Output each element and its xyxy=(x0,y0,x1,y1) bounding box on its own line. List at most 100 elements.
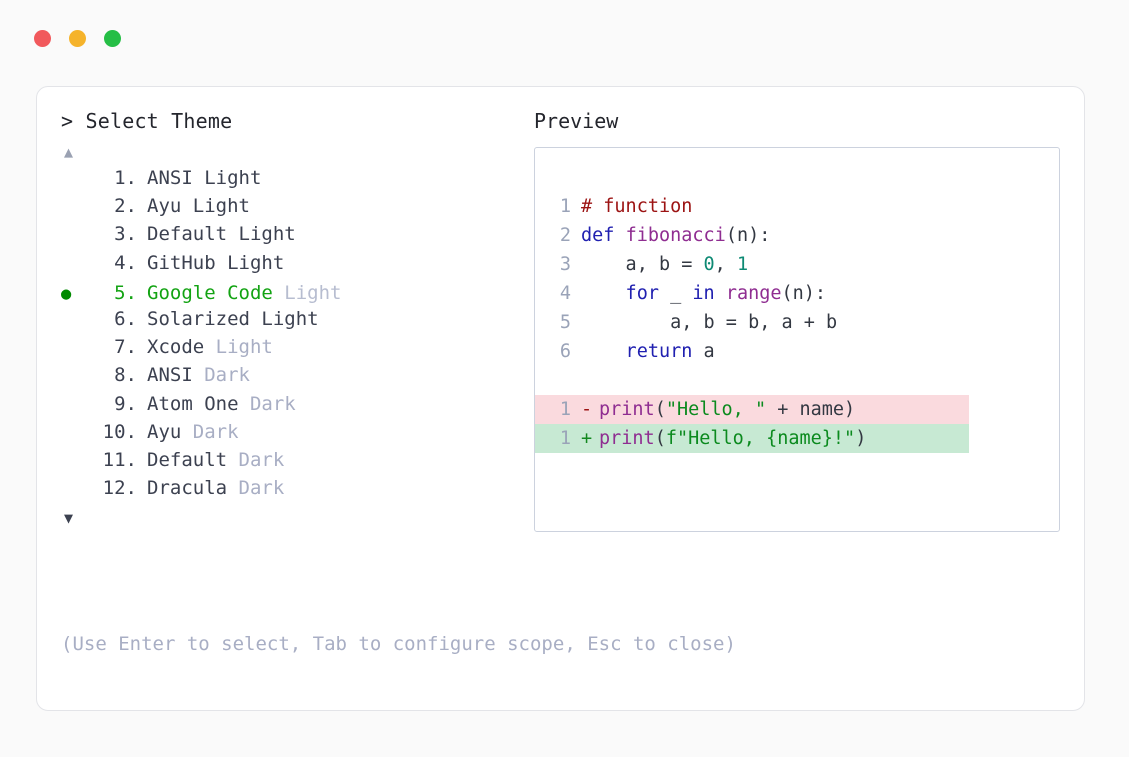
theme-item-name: Default Dark xyxy=(147,448,285,471)
code-token: print xyxy=(599,428,655,449)
code-token: "Hello, " xyxy=(665,399,767,420)
preview-label: Preview xyxy=(534,109,619,133)
keyboard-hint: (Use Enter to select, Tab to configure s… xyxy=(61,633,736,655)
code-token: (n): xyxy=(725,225,771,246)
theme-item-variant: Dark xyxy=(192,364,250,387)
code-line: 1 # function xyxy=(535,192,1059,221)
theme-item-name: Atom One Dark xyxy=(147,392,296,415)
theme-list-item[interactable]: 2.Ayu Light xyxy=(61,195,531,223)
theme-item-index: 9. xyxy=(114,392,137,415)
theme-item-index: 12. xyxy=(102,477,137,500)
code-token: _ xyxy=(658,283,693,304)
theme-list-item[interactable]: 9. Atom One Dark xyxy=(61,393,531,421)
theme-item-name: Solarized Light xyxy=(147,307,319,330)
window-controls xyxy=(34,30,121,47)
code-token: print xyxy=(599,399,655,420)
theme-item-variant: Dark xyxy=(227,448,285,471)
code-token: a, b = b, a + b xyxy=(581,312,838,333)
theme-item-name: Dracula Dark xyxy=(147,477,285,500)
diff-removed-line: 1-print("Hello, " + name) xyxy=(535,395,969,424)
code-line: 5 a, b = b, a + b xyxy=(535,308,1059,337)
maximize-window-button[interactable] xyxy=(104,30,121,47)
theme-item-name: Default Light xyxy=(147,223,296,246)
scroll-down-icon[interactable]: ▼ xyxy=(64,509,74,528)
code-token: return xyxy=(581,341,693,362)
theme-item-variant: Dark xyxy=(181,420,239,443)
theme-list-item[interactable]: 6. Solarized Light xyxy=(61,308,531,336)
code-token: (n): xyxy=(781,283,827,304)
minimize-window-button[interactable] xyxy=(69,30,86,47)
theme-item-index: 11. xyxy=(102,448,137,471)
line-number: 6 xyxy=(559,341,571,362)
code-line-text: return a xyxy=(581,337,715,366)
theme-item-index: 4. xyxy=(114,251,137,274)
line-number: 3 xyxy=(559,254,571,275)
diff-minus-icon: - xyxy=(581,399,593,420)
diff-line-text: print("Hello, " + name) xyxy=(599,395,855,424)
code-token: f"Hello, {name}!" xyxy=(665,428,856,449)
theme-item-index: 3. xyxy=(114,223,137,246)
code-token: , xyxy=(714,254,737,275)
code-line: 4 for _ in range(n): xyxy=(535,279,1059,308)
diff-block: 1-print("Hello, " + name)1+print(f"Hello… xyxy=(535,395,1059,453)
code-token: fibonacci xyxy=(625,225,726,246)
theme-item-variant: Light xyxy=(204,336,273,359)
theme-list-item[interactable]: ● 5. Google Code Light xyxy=(61,280,531,308)
theme-item-name: ANSI Light xyxy=(147,167,262,189)
code-token: 0 xyxy=(703,254,715,275)
theme-list-item[interactable]: 7.Xcode Light xyxy=(61,336,531,364)
code-line-text: def fibonacci(n): xyxy=(581,221,770,250)
theme-item-name: Xcode Light xyxy=(147,336,273,359)
theme-list-item[interactable]: 1. ANSI Light xyxy=(61,167,531,195)
picker-prompt: > Select Theme xyxy=(61,109,233,133)
selected-marker-icon: ● xyxy=(61,283,72,304)
line-number: 2 xyxy=(559,225,571,246)
code-token: def xyxy=(581,225,626,246)
scroll-up-icon[interactable]: ▲ xyxy=(64,143,74,161)
line-number: 1 xyxy=(559,428,571,449)
theme-item-name: ANSI Dark xyxy=(147,364,250,387)
code-line-text: # function xyxy=(581,192,692,221)
theme-list-item[interactable]: 8.ANSI Dark xyxy=(61,364,531,392)
code-token: 1 xyxy=(736,254,749,275)
line-number: 1 xyxy=(559,399,571,420)
theme-item-variant: Dark xyxy=(238,392,296,415)
code-token: # function xyxy=(581,196,693,217)
theme-list-item[interactable]: 10. Ayu Dark xyxy=(61,421,531,449)
theme-item-name: Ayu Light xyxy=(147,195,250,218)
theme-item-name: Google Code Light xyxy=(147,281,342,304)
code-line: 3 a, b = 0, 1 xyxy=(535,250,1059,279)
theme-item-index: 6. xyxy=(114,307,137,330)
theme-list-item[interactable]: 12. Dracula Dark xyxy=(61,477,531,505)
theme-item-index: 1. xyxy=(114,167,137,189)
theme-item-name: GitHub Light xyxy=(147,251,285,274)
close-window-button[interactable] xyxy=(34,30,51,47)
code-token: ( xyxy=(654,428,666,449)
code-token: for xyxy=(581,283,659,304)
diff-plus-icon: + xyxy=(581,428,593,449)
theme-selector-card: > Select Theme ▲ 1. ANSI Light 2.Ayu Light… xyxy=(36,86,1085,711)
code-line: 2 def fibonacci(n): xyxy=(535,221,1059,250)
line-number: 4 xyxy=(559,283,571,304)
line-number: 1 xyxy=(559,196,571,217)
code-token: + name) xyxy=(766,399,856,420)
theme-list-item[interactable]: 3. Default Light xyxy=(61,223,531,251)
code-token: a, b = xyxy=(581,254,704,275)
code-line: 6 return a xyxy=(535,337,1059,366)
theme-item-variant: Light xyxy=(272,281,342,304)
code-token: ( xyxy=(654,399,666,420)
theme-item-variant: Dark xyxy=(227,477,285,500)
theme-item-name: Ayu Dark xyxy=(147,420,239,443)
theme-item-index: 10. xyxy=(102,420,137,443)
code-line-text: for _ in range(n): xyxy=(581,279,827,308)
code-line-text: a, b = 0, 1 xyxy=(581,250,749,279)
theme-list-item[interactable]: 4. GitHub Light xyxy=(61,252,531,280)
diff-line-text: print(f"Hello, {name}!") xyxy=(599,424,866,453)
theme-list-item[interactable]: 11. Default Dark xyxy=(61,449,531,477)
theme-item-index: 5. xyxy=(114,281,137,304)
theme-picker-pane: > Select Theme ▲ 1. ANSI Light 2.Ayu Light… xyxy=(61,109,531,527)
